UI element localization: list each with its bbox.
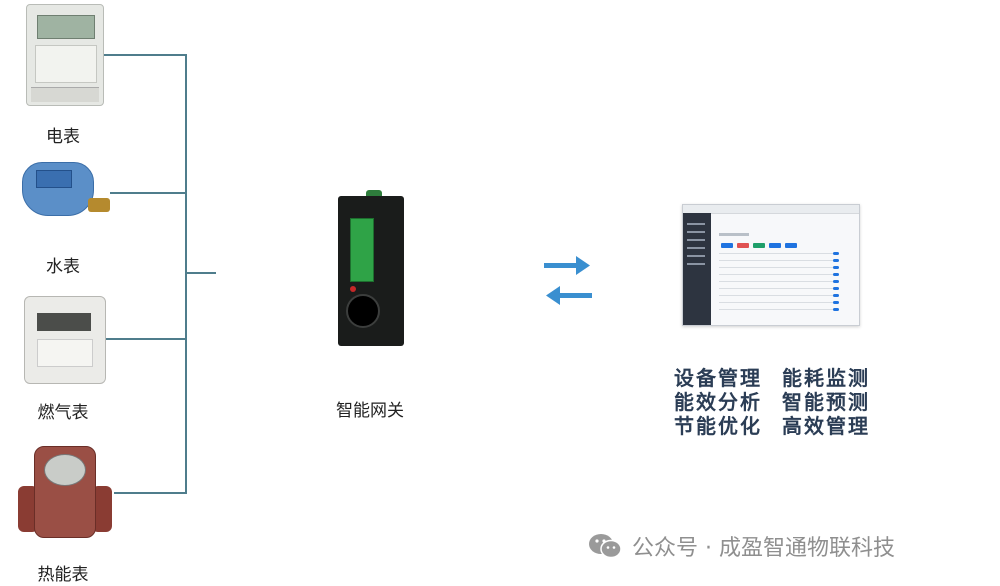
device-label-water: 水表 <box>46 257 80 277</box>
watermark-text: 公众号 · 成盈智通物联科技 <box>632 536 895 561</box>
feature-1-2: 能耗监测 <box>782 366 870 390</box>
feature-3-1: 节能优化 <box>674 414 762 438</box>
device-label-heat: 热能表 <box>37 565 89 585</box>
connector-line-electric <box>104 54 186 56</box>
gas-meter-icon <box>24 296 106 384</box>
gateway-label: 智能网关 <box>336 401 404 421</box>
electric-meter-icon <box>26 4 104 106</box>
watermark: 公众号 · 成盈智通物联科技 <box>588 531 895 561</box>
arrow-left-icon <box>546 286 592 305</box>
feature-3-2: 高效管理 <box>782 414 870 438</box>
connector-line-heat <box>114 492 186 494</box>
feature-1-1: 设备管理 <box>674 366 762 390</box>
wechat-icon <box>589 534 622 559</box>
device-label-gas: 燃气表 <box>37 403 89 423</box>
connector-bus-vertical <box>185 54 187 494</box>
heat-meter-icon <box>18 440 114 546</box>
feature-2-1: 能效分析 <box>674 390 762 414</box>
arrow-right-icon <box>544 256 590 275</box>
water-meter-icon <box>14 158 110 226</box>
connector-line-to-gateway <box>186 272 216 274</box>
dashboard-screenshot-icon <box>682 204 860 326</box>
connector-line-water <box>110 192 186 194</box>
gateway-device-icon <box>338 190 404 346</box>
feature-2-2: 智能预测 <box>782 390 870 414</box>
device-label-electric: 电表 <box>46 127 80 147</box>
connector-line-gas <box>106 338 186 340</box>
